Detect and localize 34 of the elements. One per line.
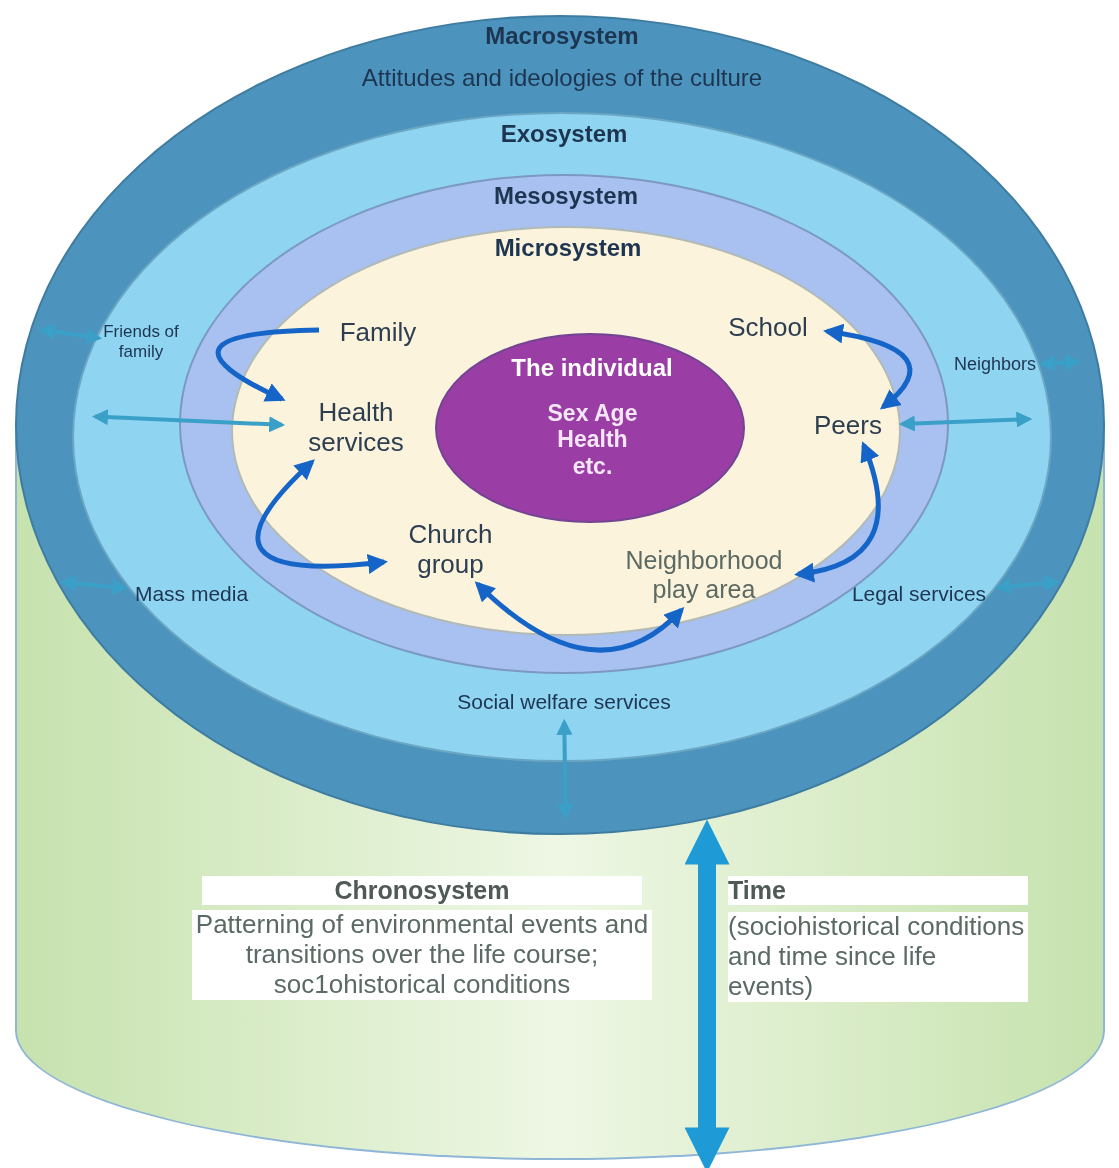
base-title: Chronosystem xyxy=(202,876,642,905)
ring-label: Church group xyxy=(407,520,494,580)
arrow xyxy=(38,323,103,345)
ring-label: Family xyxy=(338,318,418,348)
arrow xyxy=(556,718,574,820)
base-text: Patterning of environmental events and transitions over the life course; soc1ohistorical conditions xyxy=(192,910,652,1000)
arrow xyxy=(994,575,1061,595)
arrow xyxy=(823,324,913,410)
ring-label: Social welfare services xyxy=(456,690,672,715)
ring-title: Macrosystem xyxy=(484,22,640,50)
arrow xyxy=(898,411,1033,432)
arrow xyxy=(474,581,685,653)
arrow xyxy=(255,459,388,574)
ring-title: Exosystem xyxy=(499,120,629,148)
ring-title: Microsystem xyxy=(493,234,643,262)
oval-text: Sex Age Health etc. xyxy=(546,400,639,480)
arrow xyxy=(59,575,129,595)
place-label: Neighborhood play area xyxy=(624,546,784,604)
ring-label: Health services xyxy=(307,398,405,458)
arrow xyxy=(91,409,286,433)
ring-label: Neighbors xyxy=(952,354,1037,375)
axis-title: Time xyxy=(728,876,1028,905)
arrow xyxy=(1038,354,1082,372)
ring-label: Legal services xyxy=(850,582,988,607)
arrow xyxy=(794,441,881,582)
ring-label: Peers xyxy=(813,411,883,441)
ring-title: Mesosystem xyxy=(492,182,640,210)
ring-subtitle: Attitudes and ideologies of the culture xyxy=(360,64,764,92)
oval-title: The individual xyxy=(510,354,674,382)
axis-note: (sociohistorical conditions and time since life events) xyxy=(728,912,1028,1002)
ring-label: Mass media xyxy=(133,582,250,607)
arrow xyxy=(215,327,320,402)
ring-label: Friends of family xyxy=(103,322,179,362)
ring-label: School xyxy=(727,313,809,343)
